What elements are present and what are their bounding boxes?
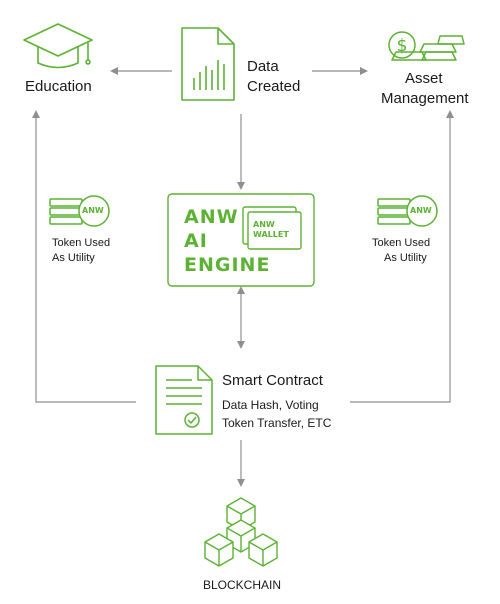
dollar-gold-bars-icon (388, 31, 465, 61)
education-label: Education (25, 78, 92, 95)
engine-title-line2: AI (184, 230, 208, 252)
blockchain-label: BLOCKCHAIN (203, 578, 282, 592)
asset-label-line2: Management (381, 90, 469, 107)
graduation-cap-icon (23, 23, 93, 69)
smart-contract-line2: Token Transfer, ETC (222, 416, 332, 430)
server-coin-icon (377, 195, 438, 227)
document-chart-icon (181, 27, 235, 101)
token-left-line2: As Utility (52, 252, 95, 264)
wallet-icon (242, 206, 302, 250)
server-coin-icon (49, 195, 110, 227)
blockchain-cubes-icon (204, 497, 278, 567)
smart-contract-title: Smart Contract (222, 372, 323, 389)
arrow-contract-to-asset (350, 110, 454, 403)
data-created-label-line2: Created (247, 78, 301, 95)
token-left-line1: Token Used (52, 237, 111, 249)
coin-text: ANW (82, 206, 104, 215)
token-right-line1: Token Used (372, 237, 431, 249)
dollar-sign-icon: $ (397, 36, 408, 56)
coin-text: ANW (410, 206, 432, 215)
wallet-label-line1: ANW (253, 220, 275, 229)
engine-title-line1: ANW (184, 206, 239, 228)
wallet-label-line2: WALLET (253, 230, 289, 239)
connectors (32, 67, 454, 487)
asset-label-line1: Asset (405, 70, 443, 87)
data-created-label-line1: Data (247, 58, 279, 75)
arrow-contract-to-education (32, 110, 136, 403)
contract-document-icon (155, 365, 213, 435)
engine-title-line3: ENGINE (184, 254, 271, 276)
token-right-line2: As Utility (384, 252, 427, 264)
smart-contract-line1: Data Hash, Voting (222, 398, 319, 412)
